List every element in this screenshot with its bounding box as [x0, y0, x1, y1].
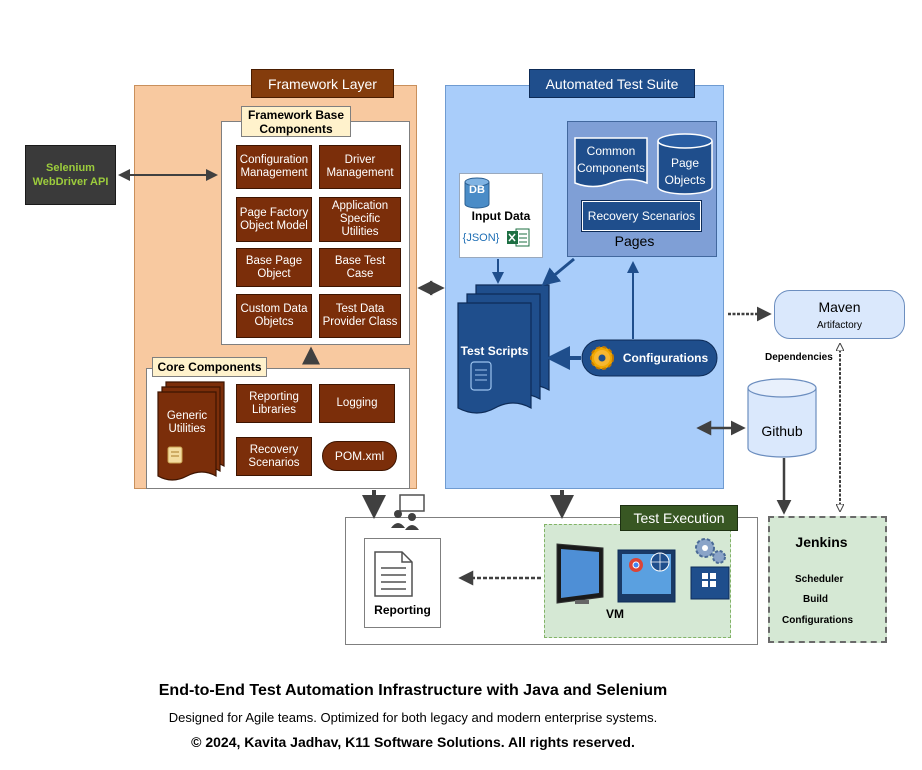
page-objects-label: Page Objects — [664, 156, 706, 187]
jenkins-build: Build — [803, 594, 828, 605]
jenkins-panel — [768, 516, 887, 643]
component-application-utilities: Application Specific Utilities — [319, 197, 401, 242]
maven-box — [774, 290, 905, 339]
component-configuration-management: Configuration Management — [236, 145, 312, 189]
generic-utilities-stack — [157, 381, 225, 481]
input-data-label: Input Data — [471, 209, 531, 223]
component-base-test-case: Base Test Case — [319, 248, 401, 287]
settings-gears-icon — [695, 538, 726, 564]
core-logging: Logging — [319, 384, 395, 423]
automated-test-suite-title: Automated Test Suite — [529, 69, 695, 98]
pages-label: Pages — [614, 233, 655, 249]
framework-base-title: Framework Base Components — [241, 106, 351, 137]
test-scripts-stack — [457, 284, 550, 414]
component-page-factory: Page Factory Object Model — [236, 197, 312, 242]
maven-subtitle: Artifactory — [816, 320, 862, 331]
db-label: DB — [469, 184, 485, 196]
core-recovery-scenarios: Recovery Scenarios — [236, 437, 312, 476]
component-base-page-object: Base Page Object — [236, 248, 312, 287]
script-scroll-icon — [470, 361, 492, 391]
reporting-label: Reporting — [374, 603, 431, 617]
core-pom-xml: POM.xml — [322, 441, 397, 471]
github-label: Github — [761, 423, 803, 439]
excel-icon — [507, 228, 530, 247]
component-custom-data-objects: Custom Data Objetcs — [236, 294, 312, 338]
monitor-icon — [556, 543, 604, 604]
maven-title: Maven — [818, 299, 861, 315]
document-icon — [374, 551, 413, 597]
database-icon — [464, 177, 490, 209]
core-reporting-libraries: Reporting Libraries — [236, 384, 312, 423]
page-objects-cylinder — [657, 133, 713, 195]
footer-title: End-to-End Test Automation Infrastructur… — [158, 682, 668, 699]
dependencies-label: Dependencies — [765, 352, 833, 363]
footer-copyright: © 2024, Kavita Jadhav, K11 Software Solu… — [191, 734, 635, 750]
vm-label: VM — [606, 607, 624, 621]
test-scripts-label: Test Scripts — [460, 344, 529, 358]
configurations-pill — [581, 339, 718, 377]
jenkins-title: Jenkins — [795, 534, 848, 550]
framework-layer-title: Framework Layer — [251, 69, 394, 98]
windows-icon — [690, 566, 730, 600]
gear-icon — [590, 346, 614, 370]
github-cylinder — [747, 378, 817, 458]
common-components-label: Common Components — [576, 144, 646, 175]
core-components-title: Core Components — [152, 357, 267, 377]
json-label: {JSON} — [462, 232, 500, 244]
configurations-label: Configurations — [622, 351, 709, 365]
recovery-scenarios-box: Recovery Scenarios — [581, 200, 702, 232]
component-driver-management: Driver Management — [319, 145, 401, 189]
jenkins-configurations: Configurations — [782, 615, 854, 626]
computer-icon — [617, 549, 676, 603]
jenkins-scheduler: Scheduler — [795, 574, 844, 585]
generic-utilities-label: Generic Utilities — [166, 410, 208, 435]
component-test-data-provider: Test Data Provider Class — [319, 294, 401, 338]
common-components-shape — [574, 137, 648, 188]
presenter-icon — [391, 494, 425, 530]
scroll-icon — [167, 446, 183, 464]
footer-subtitle: Designed for Agile teams. Optimized for … — [168, 710, 658, 725]
test-execution-title: Test Execution — [620, 505, 738, 531]
selenium-webdriver-box: Selenium WebDriver API — [25, 145, 116, 205]
